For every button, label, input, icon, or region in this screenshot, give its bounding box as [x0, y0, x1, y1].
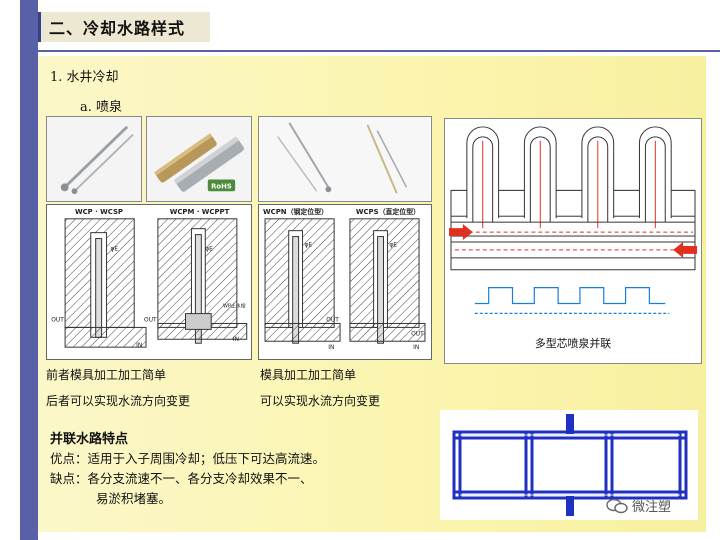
- features-pro: 优点：适用于入子周围冷却；低压下可达高流速。: [50, 451, 326, 466]
- label-wcp-wcsp: WCP · WCSP: [75, 208, 123, 216]
- label-wcps: WCPS（直定位型）: [356, 207, 420, 216]
- label-out-1: OUT: [51, 317, 64, 323]
- section-diagram-wcpn: WCPN（钢定位型） WCPS（直定位型） φE OUT IN φE OUT I…: [258, 204, 432, 360]
- label-wp: WP止水栓: [223, 303, 246, 310]
- multi-core-drawing: 多型芯喷泉并联: [449, 126, 697, 350]
- wcp-section-drawing: WCP · WCSP WCPM · WCPPT OUT IN φE OUT IN…: [51, 208, 248, 349]
- thin-pipes-image: [47, 117, 141, 201]
- note-mid-1: 模具加工加工简单: [260, 368, 357, 382]
- label-in-2: IN: [233, 337, 239, 343]
- watermark-text: 微注塑: [632, 500, 672, 515]
- section-heading: 1. 水井冷却: [50, 70, 119, 85]
- label-wcpn: WCPN（钢定位型）: [263, 207, 328, 216]
- watermark: 微注塑: [606, 496, 671, 515]
- wcpn-section-drawing: WCPN（钢定位型） WCPS（直定位型） φE OUT IN φE OUT I…: [263, 207, 426, 351]
- label-diameter-2: φE: [205, 246, 213, 252]
- label-out-3: OUT: [326, 317, 339, 323]
- flow-path-line: [474, 287, 666, 305]
- outlet-arrow-icon: [673, 241, 697, 258]
- parallel-pipe-drawing: [452, 414, 688, 516]
- product-photo-thin-pipes: [46, 116, 142, 202]
- label-in-4: IN: [413, 345, 419, 351]
- section-diagram-wcp: WCP · WCSP WCPM · WCPPT OUT IN φE OUT IN…: [46, 204, 252, 360]
- header-rule: [20, 50, 720, 52]
- inlet-arrow-icon: [449, 224, 473, 241]
- right-caption: 多型芯喷泉并联: [535, 336, 611, 350]
- label-out-2: OUT: [144, 317, 157, 323]
- note-mid-2: 可以实现水流方向变更: [260, 394, 381, 408]
- label-wcpm-wcppt: WCPM · WCPPT: [170, 208, 230, 216]
- wechat-icon: [606, 498, 628, 513]
- label-in-3: IN: [328, 345, 334, 351]
- label-out-4: OUT: [411, 331, 424, 337]
- multi-core-diagram: 多型芯喷泉并联: [444, 118, 702, 364]
- slide-title: 二、冷却水路样式: [49, 19, 186, 38]
- tubes-image: RoHS: [147, 117, 251, 201]
- label-diameter-1: φE: [111, 246, 119, 252]
- note-left-2: 后者可以实现水流方向变更: [46, 394, 191, 408]
- rohs-badge: RoHS: [211, 182, 232, 190]
- sidebar-stripe: [20, 0, 38, 540]
- slide-title-box: 二、冷却水路样式: [38, 12, 210, 42]
- parallel-pipe-diagram: [440, 410, 698, 520]
- features-con: 缺点：各分支流速不一、各分支冷却效果不一、: [50, 471, 313, 486]
- features-con-cont: 易淤积堵塞。: [96, 491, 172, 506]
- note-left-1: 前者模具加工加工简单: [46, 368, 167, 382]
- left-margin: [0, 0, 20, 540]
- pipes3-image: [260, 117, 430, 201]
- product-photo-tubes: RoHS: [146, 116, 252, 202]
- label-diameter-4: φE: [389, 242, 397, 248]
- section-subheading: a. 喷泉: [80, 100, 123, 115]
- features-title: 并联水路特点: [50, 432, 129, 447]
- label-in-1: IN: [136, 343, 142, 349]
- product-photo-pipes-3: [258, 116, 432, 202]
- label-diameter-3: φE: [305, 242, 313, 248]
